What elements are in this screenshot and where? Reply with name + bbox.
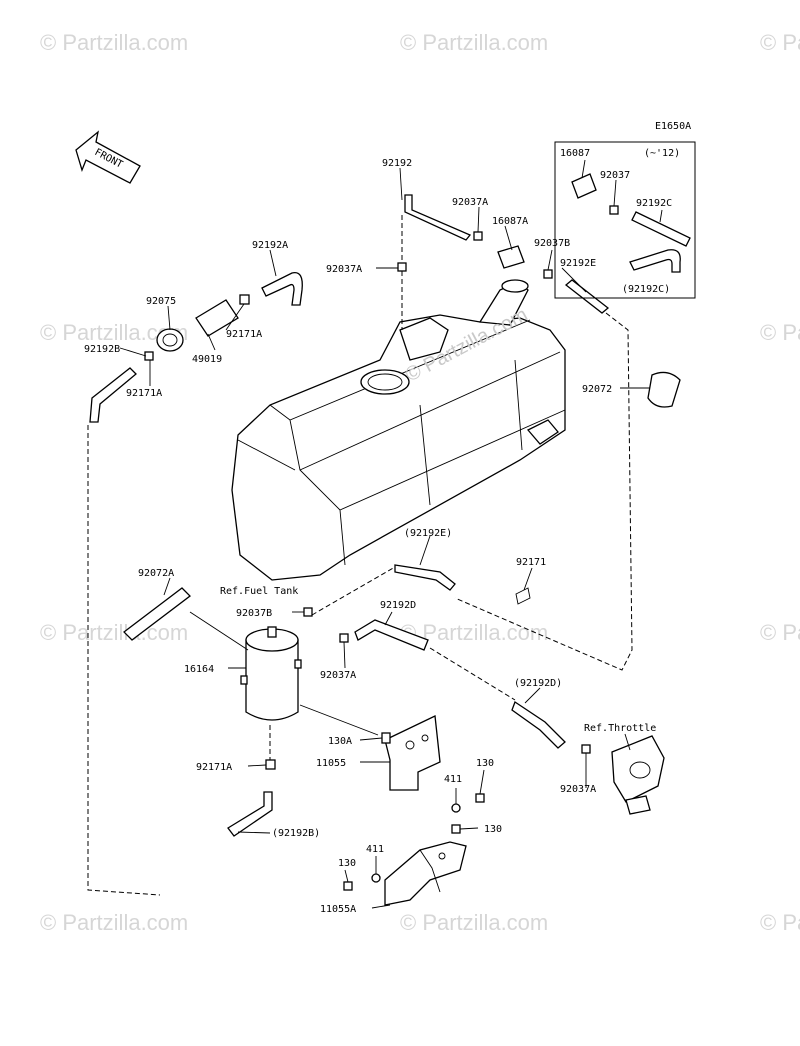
watermark: © Partzilla.com [40,910,188,935]
label-92171A: 92171A [126,388,162,399]
watermark: © Partzilla.com [760,320,800,345]
washer-411 [371,873,381,883]
bolt-130A [381,732,391,744]
label-92192A: 92192A [252,240,288,251]
label-92192: 92192 [382,158,412,169]
label-130: 130 [484,824,502,835]
label-92192B-ref: (92192B) [272,828,320,839]
label-ref-throttle: Ref.Throttle [584,723,656,734]
clamp-92037 [609,205,619,215]
label-92192D: 92192D [380,600,416,611]
inset-panel [554,141,696,299]
label-92192E: 92192E [560,258,596,269]
label-ref-fuel-tank: Ref.Fuel Tank [220,586,298,597]
hose-92192E-ref [394,564,456,591]
bracket-11055A [384,841,467,906]
label-92037B: 92037B [534,238,570,249]
clamp-92037B [303,607,313,617]
hose-92192B-ref [227,791,273,837]
clamp-92037A [397,262,407,272]
label-411: 411 [366,844,384,855]
label-130A: 130A [328,736,352,747]
label-92192D-ref: (92192D) [514,678,562,689]
holder-92075 [156,328,184,352]
throttle-body [611,735,665,815]
clamp-92037A [581,744,591,754]
label-11055: 11055 [316,758,346,769]
label-92037A: 92037A [320,670,356,681]
clamp-92037A [473,231,483,241]
clamp-92171A [265,759,276,770]
label-92192B: 92192B [84,344,120,355]
canister-16164 [240,626,302,721]
label-92037: 92037 [600,170,630,181]
hose-92192D-ref [511,701,566,749]
bolt-130 [343,881,353,891]
clip-92072 [647,371,681,408]
label-92192C-ref: (92192C) [622,284,670,295]
leader-lines [119,159,663,909]
part-labels: 92192 92037A 16087A 92037B 92192E 92037A… [84,148,680,915]
label-16164: 16164 [184,664,214,675]
watermark: © Partzilla.com [760,620,800,645]
label-92037B: 92037B [236,608,272,619]
label-92037A: 92037A [560,784,596,795]
hose-92192D [354,619,429,651]
label-92075: 92075 [146,296,176,307]
watermark: © Partzilla.com [40,30,188,55]
hose-92192 [404,194,472,241]
watermark: © Partzilla.com [40,620,188,645]
watermark: © Partzilla.com [760,910,800,935]
label-inset-year: (~'12) [644,148,680,159]
hose-route-right [454,312,633,671]
clamp-92171A [144,351,154,361]
clip-92171 [515,587,531,605]
label-411: 411 [444,774,462,785]
hose-route-left [87,425,161,896]
valve-16087 [571,173,597,199]
label-92037A: 92037A [326,264,362,275]
label-16087A: 16087A [492,216,528,227]
label-92072: 92072 [582,384,612,395]
label-92171: 92171 [516,557,546,568]
label-16087: 16087 [560,148,590,159]
hose-92192C-ref [629,249,681,273]
band-92072A [123,587,191,641]
hose-92192C [631,211,691,247]
watermark: © Partzilla.com [400,30,548,55]
bolt-130 [475,793,485,803]
label-92171A: 92171A [226,329,262,340]
valve-16087A [497,245,525,269]
label-11055A: 11055A [320,904,356,915]
label-92171A: 92171A [196,762,232,773]
label-49019: 49019 [192,354,222,365]
hose-92192A [261,271,303,306]
label-130: 130 [338,858,356,869]
hose-92192E [564,279,610,314]
label-92192E-ref: (92192E) [404,528,452,539]
bolt-130 [451,824,461,834]
watermark: © Partzilla.com [760,30,800,55]
label-130: 130 [476,758,494,769]
front-arrow-icon: FRONT [75,130,141,184]
diagram-code: E1650A [655,121,691,132]
bracket-11055 [384,715,441,791]
clamp-92037A [339,633,349,643]
clamp-92171A [239,294,250,305]
hose-92192B [89,367,137,423]
clamp-92037B [543,269,553,279]
watermark-layer: © Partzilla.com © Partzilla.com © Partzi… [40,30,800,935]
watermark: © Partzilla.com [400,910,548,935]
label-92072A: 92072A [138,568,174,579]
label-92192C: 92192C [636,198,672,209]
fuel-filter-49019 [195,299,239,337]
washer-411 [451,803,461,813]
fuel-tank: © Partzilla.com [231,279,566,581]
hose-route-lower [429,647,516,701]
label-92037A: 92037A [452,197,488,208]
